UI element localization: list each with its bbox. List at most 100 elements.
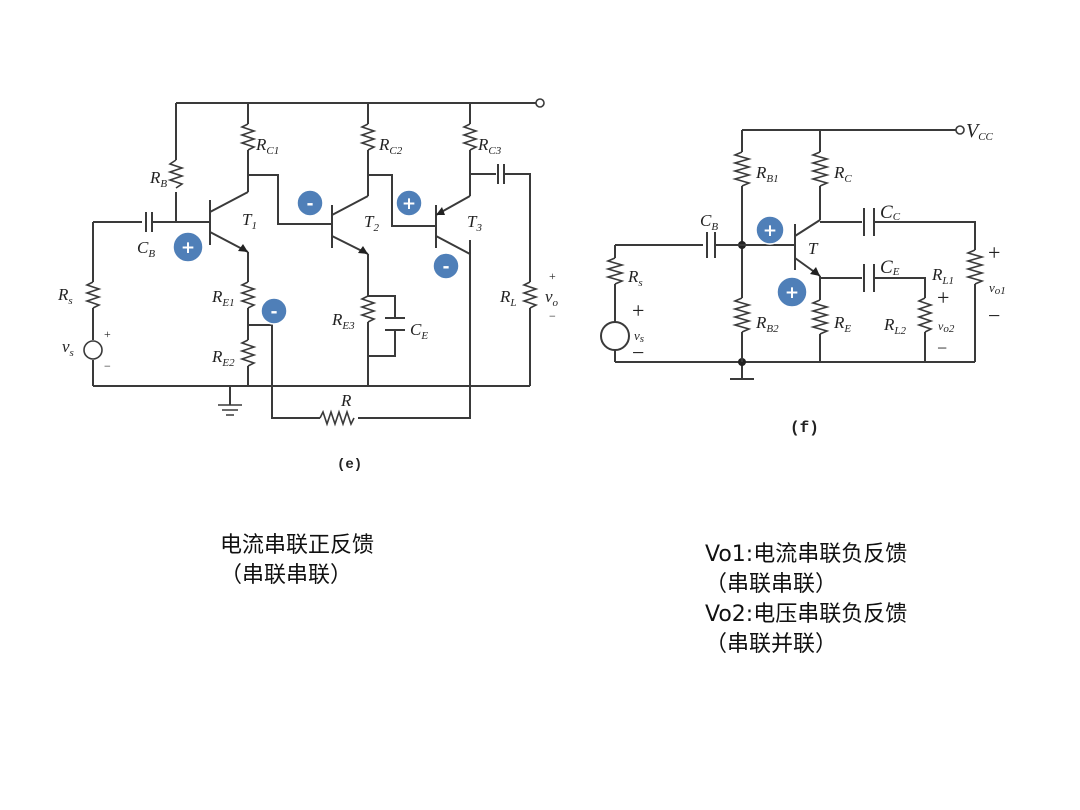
label-cb-f: CB <box>700 211 718 233</box>
polarity-badge-minus-t1: - <box>296 189 324 217</box>
label-t3: T3 <box>467 212 482 234</box>
ground-symbol-e <box>218 386 242 416</box>
label-rb-e: RB <box>149 168 167 190</box>
label-vo1: vo1 <box>989 280 1006 297</box>
resistor-rs-f <box>605 257 625 285</box>
capacitor-ce-f <box>863 264 875 292</box>
label-vo1-plus: + <box>988 240 1000 265</box>
resistor-rs-e <box>84 281 102 309</box>
label-t2: T2 <box>364 212 379 234</box>
polarity-badge-minus-t3: - <box>432 252 460 280</box>
resistor-rb-e <box>167 159 185 189</box>
source-vs-f <box>600 321 630 351</box>
capacitor-cb-f <box>706 232 716 258</box>
label-rc2: RC2 <box>378 135 403 157</box>
polarity-badge-minus-re1: - <box>260 297 288 325</box>
label-cc: CC <box>880 202 901 223</box>
transistor-t <box>794 219 821 277</box>
label-re2: RE2 <box>211 347 235 369</box>
capacitor-out-e <box>497 164 505 184</box>
svg-text:+: + <box>763 221 777 241</box>
resistor-rb2 <box>732 297 752 333</box>
capacitor-ce-e <box>385 317 405 331</box>
resistor-re-f <box>810 299 830 335</box>
label-vo1-minus: − <box>988 303 1000 328</box>
label-ce-f: CE <box>880 257 900 278</box>
label-rs-e: Rs <box>57 285 73 307</box>
label-r-feedback: R <box>340 391 352 410</box>
note-right-line1: Vo1:电流串联负反馈 <box>705 542 908 567</box>
label-vo-minus-e: − <box>549 309 556 323</box>
label-rb2: RB2 <box>755 313 779 335</box>
label-rc1: RC1 <box>255 135 279 157</box>
transistor-t1 <box>209 191 249 253</box>
resistor-re1 <box>239 281 257 309</box>
label-vs-minus-e: − <box>104 359 111 373</box>
resistor-rc2 <box>359 123 377 151</box>
polarity-badge-plus-t2: + <box>395 189 423 217</box>
label-vo-e: vo <box>545 287 559 309</box>
polarity-badge-plus-emitter: + <box>776 276 808 308</box>
polarity-badge-plus-input: + <box>172 231 204 263</box>
note-left: 电流串联正反馈 （串联串联） <box>220 531 374 591</box>
svg-text:+: + <box>785 283 799 303</box>
label-t1: T1 <box>242 210 257 232</box>
capacitor-cc <box>863 208 875 236</box>
resistor-rc3 <box>461 123 479 151</box>
resistor-rl1 <box>965 249 985 285</box>
note-right: Vo1:电流串联负反馈 （串联串联） Vo2:电压串联负反馈 （串联并联） <box>705 540 907 660</box>
resistor-re3 <box>359 295 377 323</box>
label-rc-f: RC <box>833 163 852 185</box>
resistor-rl-e <box>521 281 539 309</box>
svg-text:+: + <box>181 238 195 258</box>
label-re1: RE1 <box>211 287 235 309</box>
resistor-rc-f <box>810 151 830 187</box>
note-right-line2: （串联串联） <box>705 572 838 597</box>
label-re-f: RE <box>833 313 851 335</box>
note-right-line3: Vo2:电压串联负反馈 <box>705 602 908 627</box>
label-rl-e: RL <box>499 287 517 309</box>
resistor-rl2 <box>916 297 934 333</box>
resistor-rb1 <box>732 151 752 187</box>
label-vcc: VCC <box>966 120 994 143</box>
vcc-terminal-f <box>955 125 965 135</box>
label-re3: RE3 <box>331 310 355 332</box>
note-right-line4: （串联并联） <box>705 632 838 657</box>
diagram-e: RB RC1 RC2 RC3 T1 T2 T3 CB Rs vs + − RE1… <box>57 98 559 473</box>
svg-text:-: - <box>442 257 449 277</box>
resistor-r-feedback <box>319 409 355 427</box>
transistor-t2 <box>331 195 369 255</box>
svg-text:-: - <box>270 302 277 322</box>
label-vs-f: vs <box>634 328 644 345</box>
diagram-f: VCC RB1 RC CC CB T CE RL1 vo1 + − Rs vs … <box>600 120 1006 437</box>
label-vs-plus-f: + <box>632 298 644 323</box>
label-t: T <box>808 239 819 258</box>
label-vo2-minus: − <box>937 338 947 358</box>
vcc-terminal-e <box>535 98 545 108</box>
label-vo2-plus: + <box>937 285 949 310</box>
label-rl2: RL2 <box>883 315 907 337</box>
label-ce-e: CE <box>410 320 428 342</box>
label-vs-e: vs <box>62 337 74 359</box>
svg-text:+: + <box>402 194 416 214</box>
label-vs-plus-e: + <box>104 327 111 341</box>
resistor-re2 <box>239 339 257 367</box>
caption-e: (e) <box>337 457 362 473</box>
label-rl1: RL1 <box>931 265 954 287</box>
note-left-line2: （串联串联） <box>220 563 353 588</box>
resistor-rc1 <box>239 123 257 151</box>
label-vo-plus-e: + <box>549 269 556 283</box>
label-rs-f: Rs <box>627 267 643 289</box>
label-cb-e: CB <box>137 238 155 260</box>
source-vs-e <box>83 340 103 360</box>
label-vs-minus-f: − <box>632 340 644 365</box>
label-vo2: vo2 <box>938 319 955 335</box>
capacitor-cb-e <box>145 212 153 232</box>
caption-f: (f) <box>790 419 819 437</box>
note-left-line1: 电流串联正反馈 <box>220 533 375 558</box>
polarity-badge-plus-base: + <box>755 215 785 245</box>
label-rb1: RB1 <box>755 163 779 185</box>
svg-text:-: - <box>306 194 313 214</box>
label-rc3: RC3 <box>477 135 502 157</box>
